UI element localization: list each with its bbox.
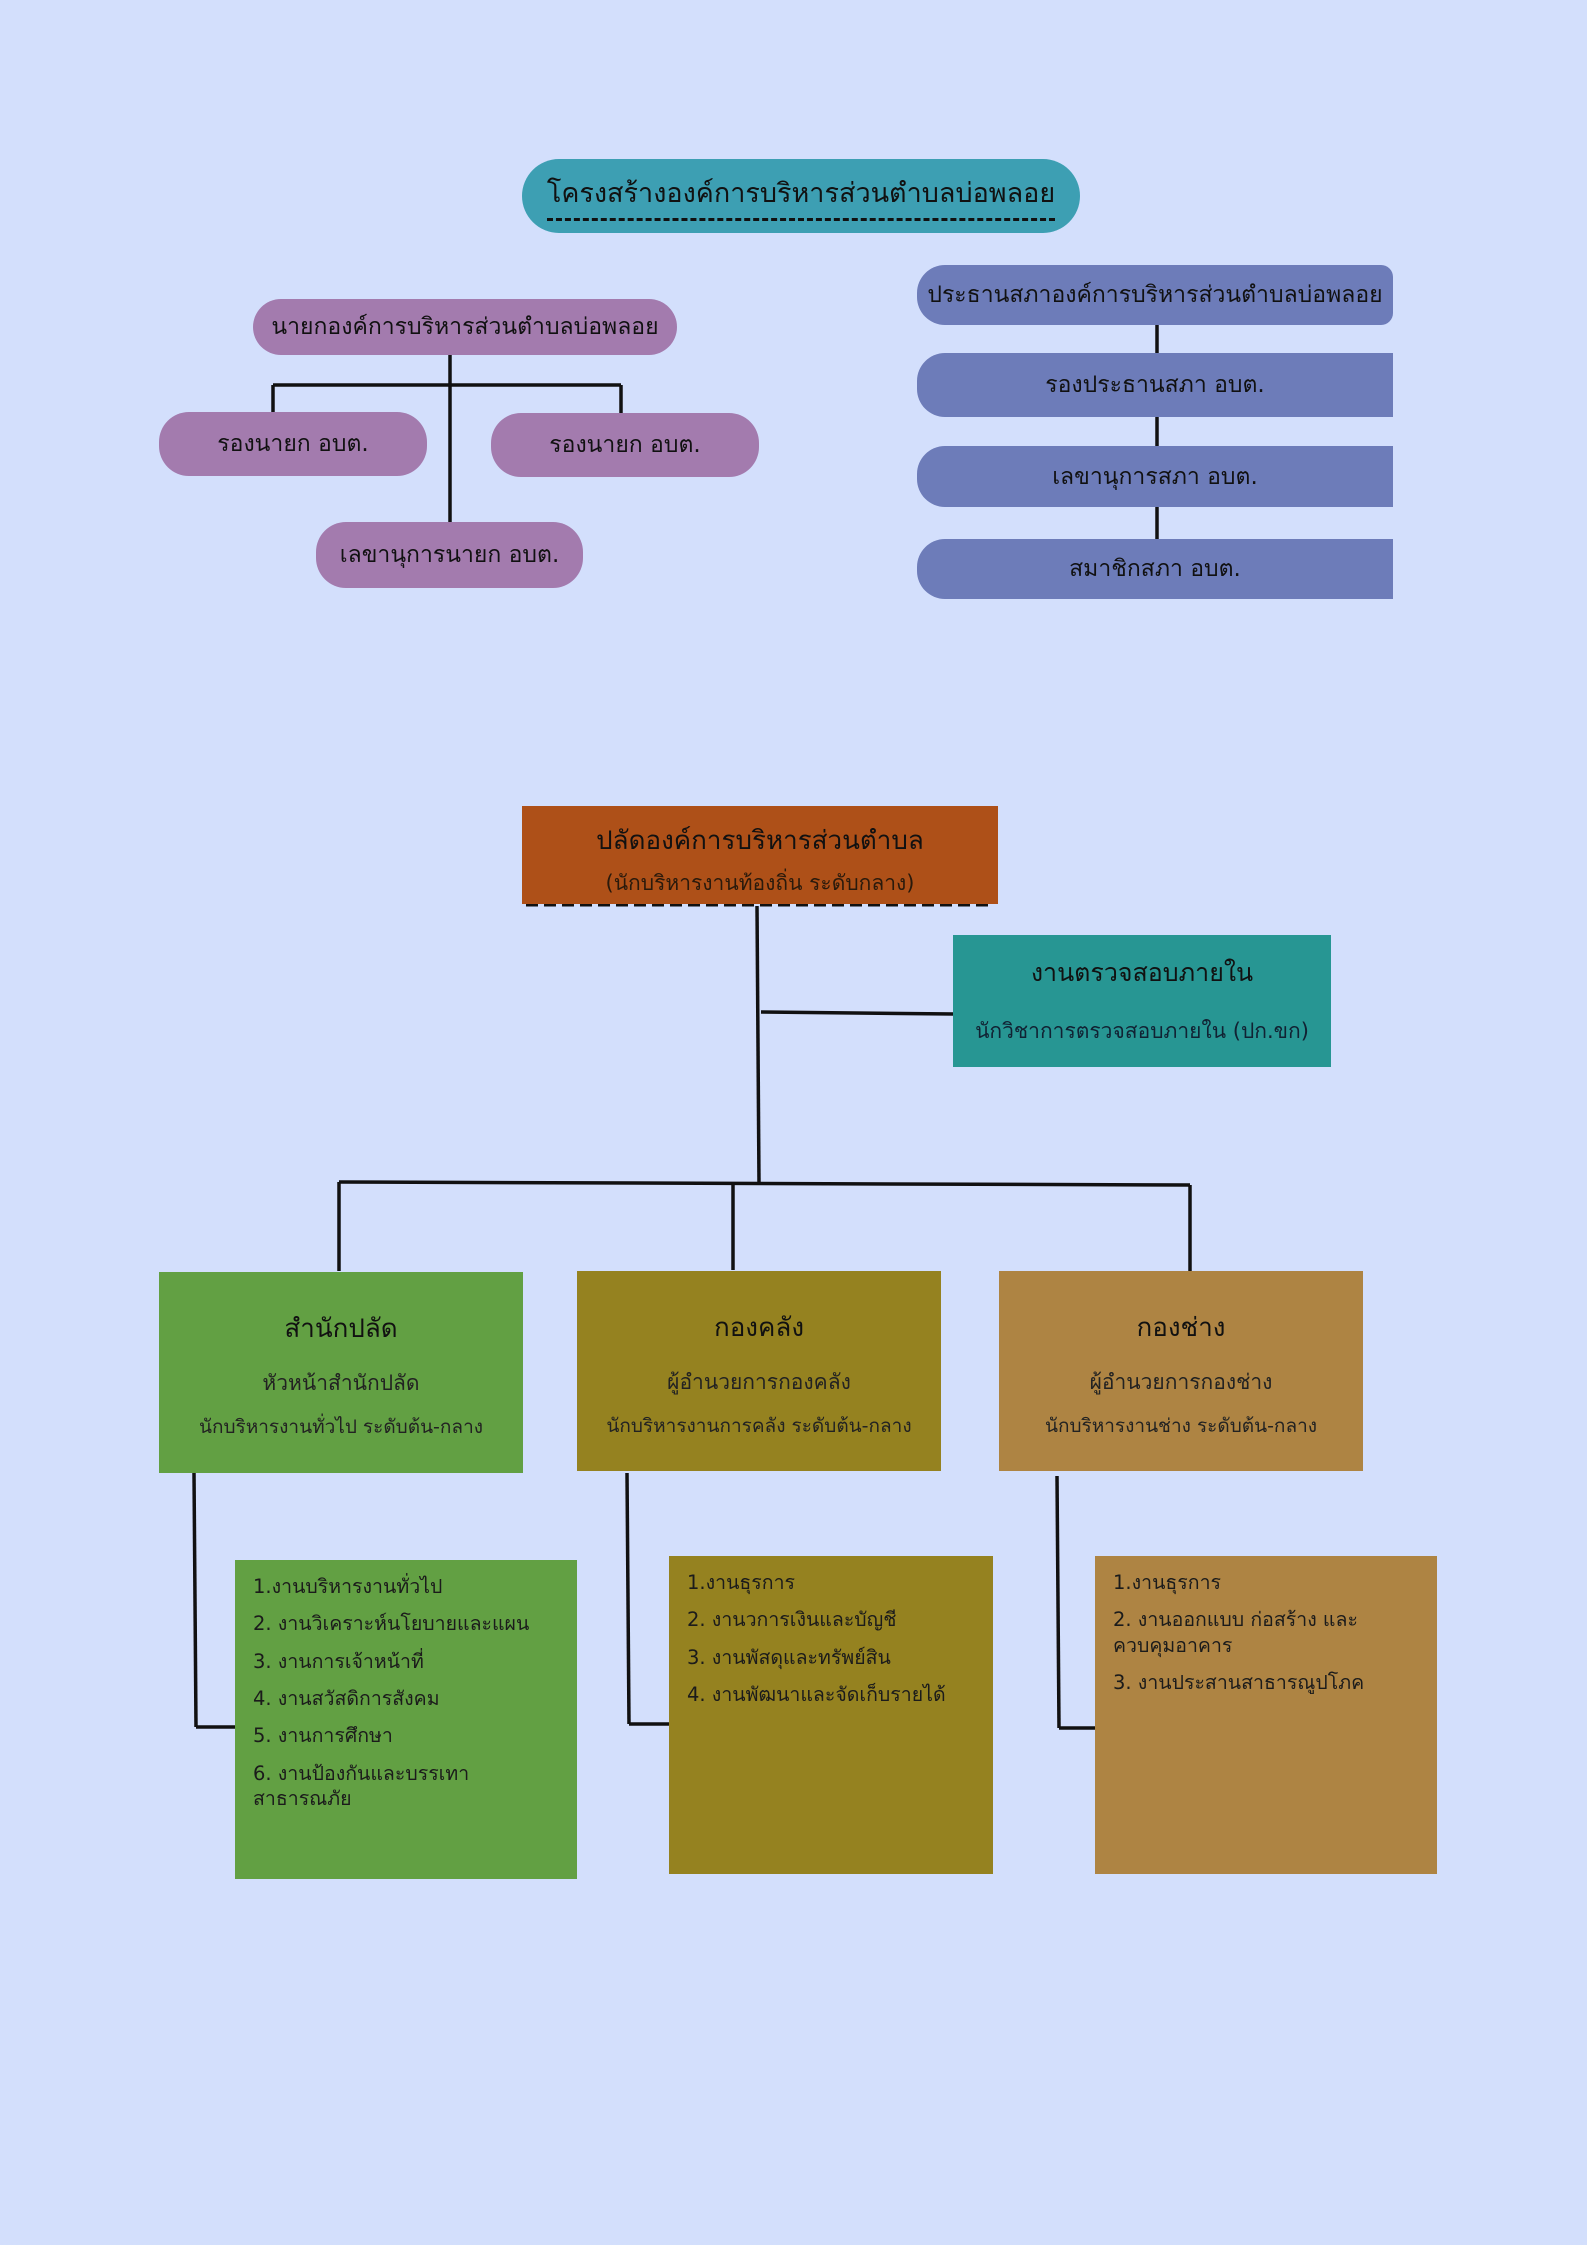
- department-head: หัวหน้าสำนักปลัด: [262, 1371, 420, 1395]
- task-item: 3. งานประสานสาธารณูปโภค: [1113, 1671, 1365, 1695]
- mayor-node: นายกองค์การบริหารส่วนตำบลบ่อพลอย: [253, 299, 677, 355]
- department-head: ผู้อำนวยการกองช่าง: [1089, 1370, 1273, 1394]
- council-members-node: สมาชิกสภา อบต.: [917, 539, 1393, 599]
- department-head: ผู้อำนวยการกองคลัง: [667, 1370, 851, 1394]
- department-name: กองช่าง: [1136, 1313, 1226, 1343]
- tasks-office-of-palad: 1.งานบริหารงานทั่วไป 2. งานวิเคราะห์นโยบ…: [235, 1560, 577, 1879]
- task-item: 1.งานธุรการ: [1113, 1571, 1222, 1594]
- page-title: โครงสร้างองค์การบริหารส่วนตำบลบ่อพลอย: [522, 159, 1080, 233]
- department-engineering: กองช่าง ผู้อำนวยการกองช่าง นักบริหารงานช…: [999, 1271, 1363, 1471]
- task-item: 2. งานออกแบบ ก่อสร้าง และควบคุมอาคาร: [1113, 1608, 1358, 1657]
- task-item: 6. งานป้องกันและบรรเทาสาธารณภัย: [253, 1761, 470, 1811]
- task-item: 4. งานพัฒนาและจัดเก็บรายได้: [687, 1683, 946, 1707]
- department-level: นักบริหารงานทั่วไป ระดับต้น-กลาง: [198, 1416, 484, 1438]
- deputy-mayor-node-2: รองนายก อบต.: [491, 413, 759, 477]
- department-name: สำนักปลัด: [284, 1314, 398, 1344]
- mayor-secretary-node: เลขานุการนายก อบต.: [316, 522, 583, 588]
- council-vice-chair-node: รองประธานสภา อบต.: [917, 353, 1393, 417]
- palad-node: ปลัดองค์การบริหารส่วนตำบล (นักบริหารงานท…: [522, 806, 998, 904]
- task-item: 1.งานธุรการ: [687, 1571, 796, 1594]
- palad-subtitle: (นักบริหารงานท้องถิ่น ระดับกลาง): [605, 871, 915, 895]
- department-finance: กองคลัง ผู้อำนวยการกองคลัง นักบริหารงานก…: [577, 1271, 941, 1471]
- department-level: นักบริหารงานช่าง ระดับต้น-กลาง: [1044, 1415, 1318, 1437]
- tasks-engineering: 1.งานธุรการ 2. งานออกแบบ ก่อสร้าง และควบ…: [1095, 1556, 1437, 1874]
- palad-title: ปลัดองค์การบริหารส่วนตำบล: [596, 826, 924, 856]
- task-item: 2. งานวิเคราะห์นโยบายและแผน: [253, 1612, 530, 1636]
- page-title-text: โครงสร้างองค์การบริหารส่วนตำบลบ่อพลอย: [546, 171, 1056, 221]
- audit-title: งานตรวจสอบภายใน: [1030, 958, 1254, 987]
- task-item: 1.งานบริหารงานทั่วไป: [253, 1575, 443, 1598]
- task-item: 3. งานพัสดุและทรัพย์สิน: [687, 1645, 891, 1669]
- internal-audit-node: งานตรวจสอบภายใน นักวิชาการตรวจสอบภายใน (…: [953, 935, 1331, 1067]
- task-item: 4. งานสวัสดิการสังคม: [253, 1687, 440, 1711]
- department-name: กองคลัง: [713, 1313, 805, 1343]
- deputy-mayor-node-1: รองนายก อบต.: [159, 412, 427, 476]
- audit-subtitle: นักวิชาการตรวจสอบภายใน (ปก.ขก): [975, 1019, 1309, 1043]
- task-item: 2. งานวการเงินและบัญชี: [687, 1608, 897, 1632]
- council-secretary-node: เลขานุการสภา อบต.: [917, 446, 1393, 507]
- tasks-finance: 1.งานธุรการ 2. งานวการเงินและบัญชี 3. งา…: [669, 1556, 993, 1874]
- department-level: นักบริหารงานการคลัง ระดับต้น-กลาง: [606, 1415, 912, 1437]
- council-chair-node: ประธานสภาองค์การบริหารส่วนตำบลบ่อพลอย: [917, 265, 1393, 325]
- task-item: 3. งานการเจ้าหน้าที่: [253, 1649, 424, 1673]
- department-office-of-palad: สำนักปลัด หัวหน้าสำนักปลัด นักบริหารงานท…: [159, 1272, 523, 1473]
- task-item: 5. งานการศึกษา: [253, 1724, 393, 1748]
